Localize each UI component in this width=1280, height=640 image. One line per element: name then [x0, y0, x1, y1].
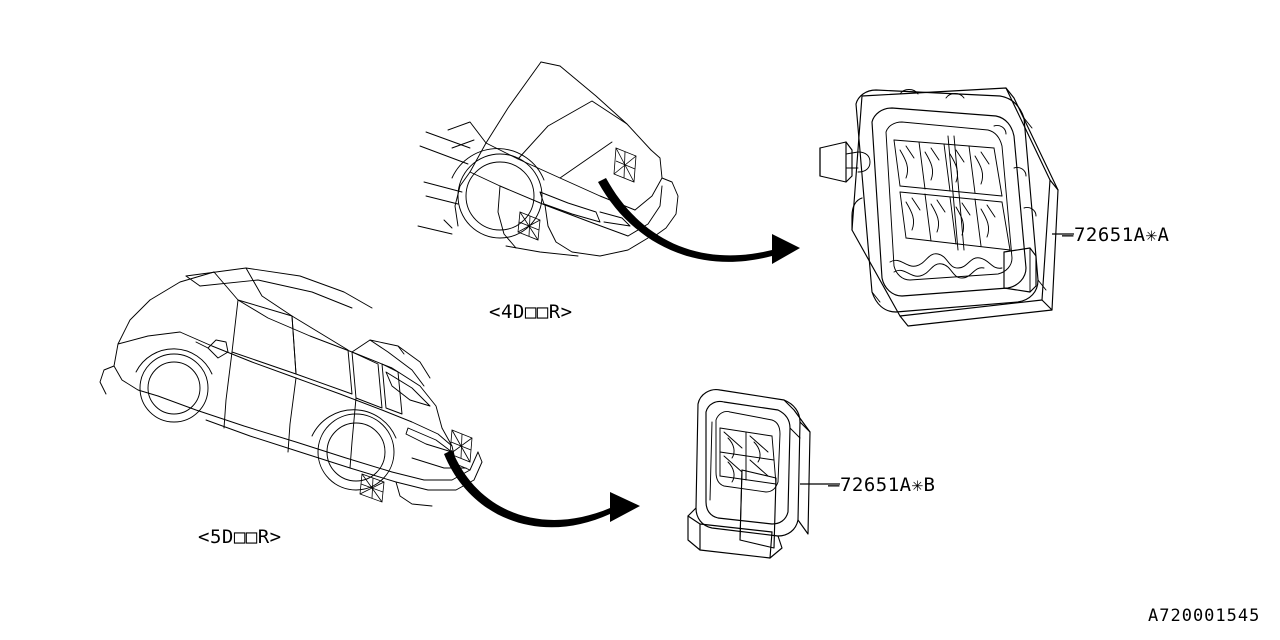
part-vent-small: [687, 389, 811, 559]
sedan-vent-marker-lower: [517, 211, 541, 241]
callout-arrow-hatchback: [444, 450, 640, 528]
louver-row-top: [893, 139, 1003, 197]
hatchback-vent-marker-lower: [359, 473, 385, 503]
part-vent-large: [819, 87, 1059, 327]
body-style-label-sedan: <4D□□R>: [489, 301, 573, 323]
sedan-vent-marker-upper: [613, 147, 637, 183]
louver-row-middle: [899, 191, 1011, 251]
part-label-vent-small: —72651A✳B: [828, 474, 936, 496]
part-label-vent-large: —72651A✳A: [1062, 224, 1170, 246]
hatchback-vent-marker-upper: [449, 429, 473, 463]
sedan-illustration: [417, 61, 679, 257]
drawing-number: A720001545: [1148, 606, 1261, 626]
body-style-label-hatchback: <5D□□R>: [198, 526, 282, 548]
louver-grid-small: [719, 427, 777, 485]
hatchback-illustration: [99, 267, 483, 507]
callout-arrow-sedan: [598, 178, 800, 264]
